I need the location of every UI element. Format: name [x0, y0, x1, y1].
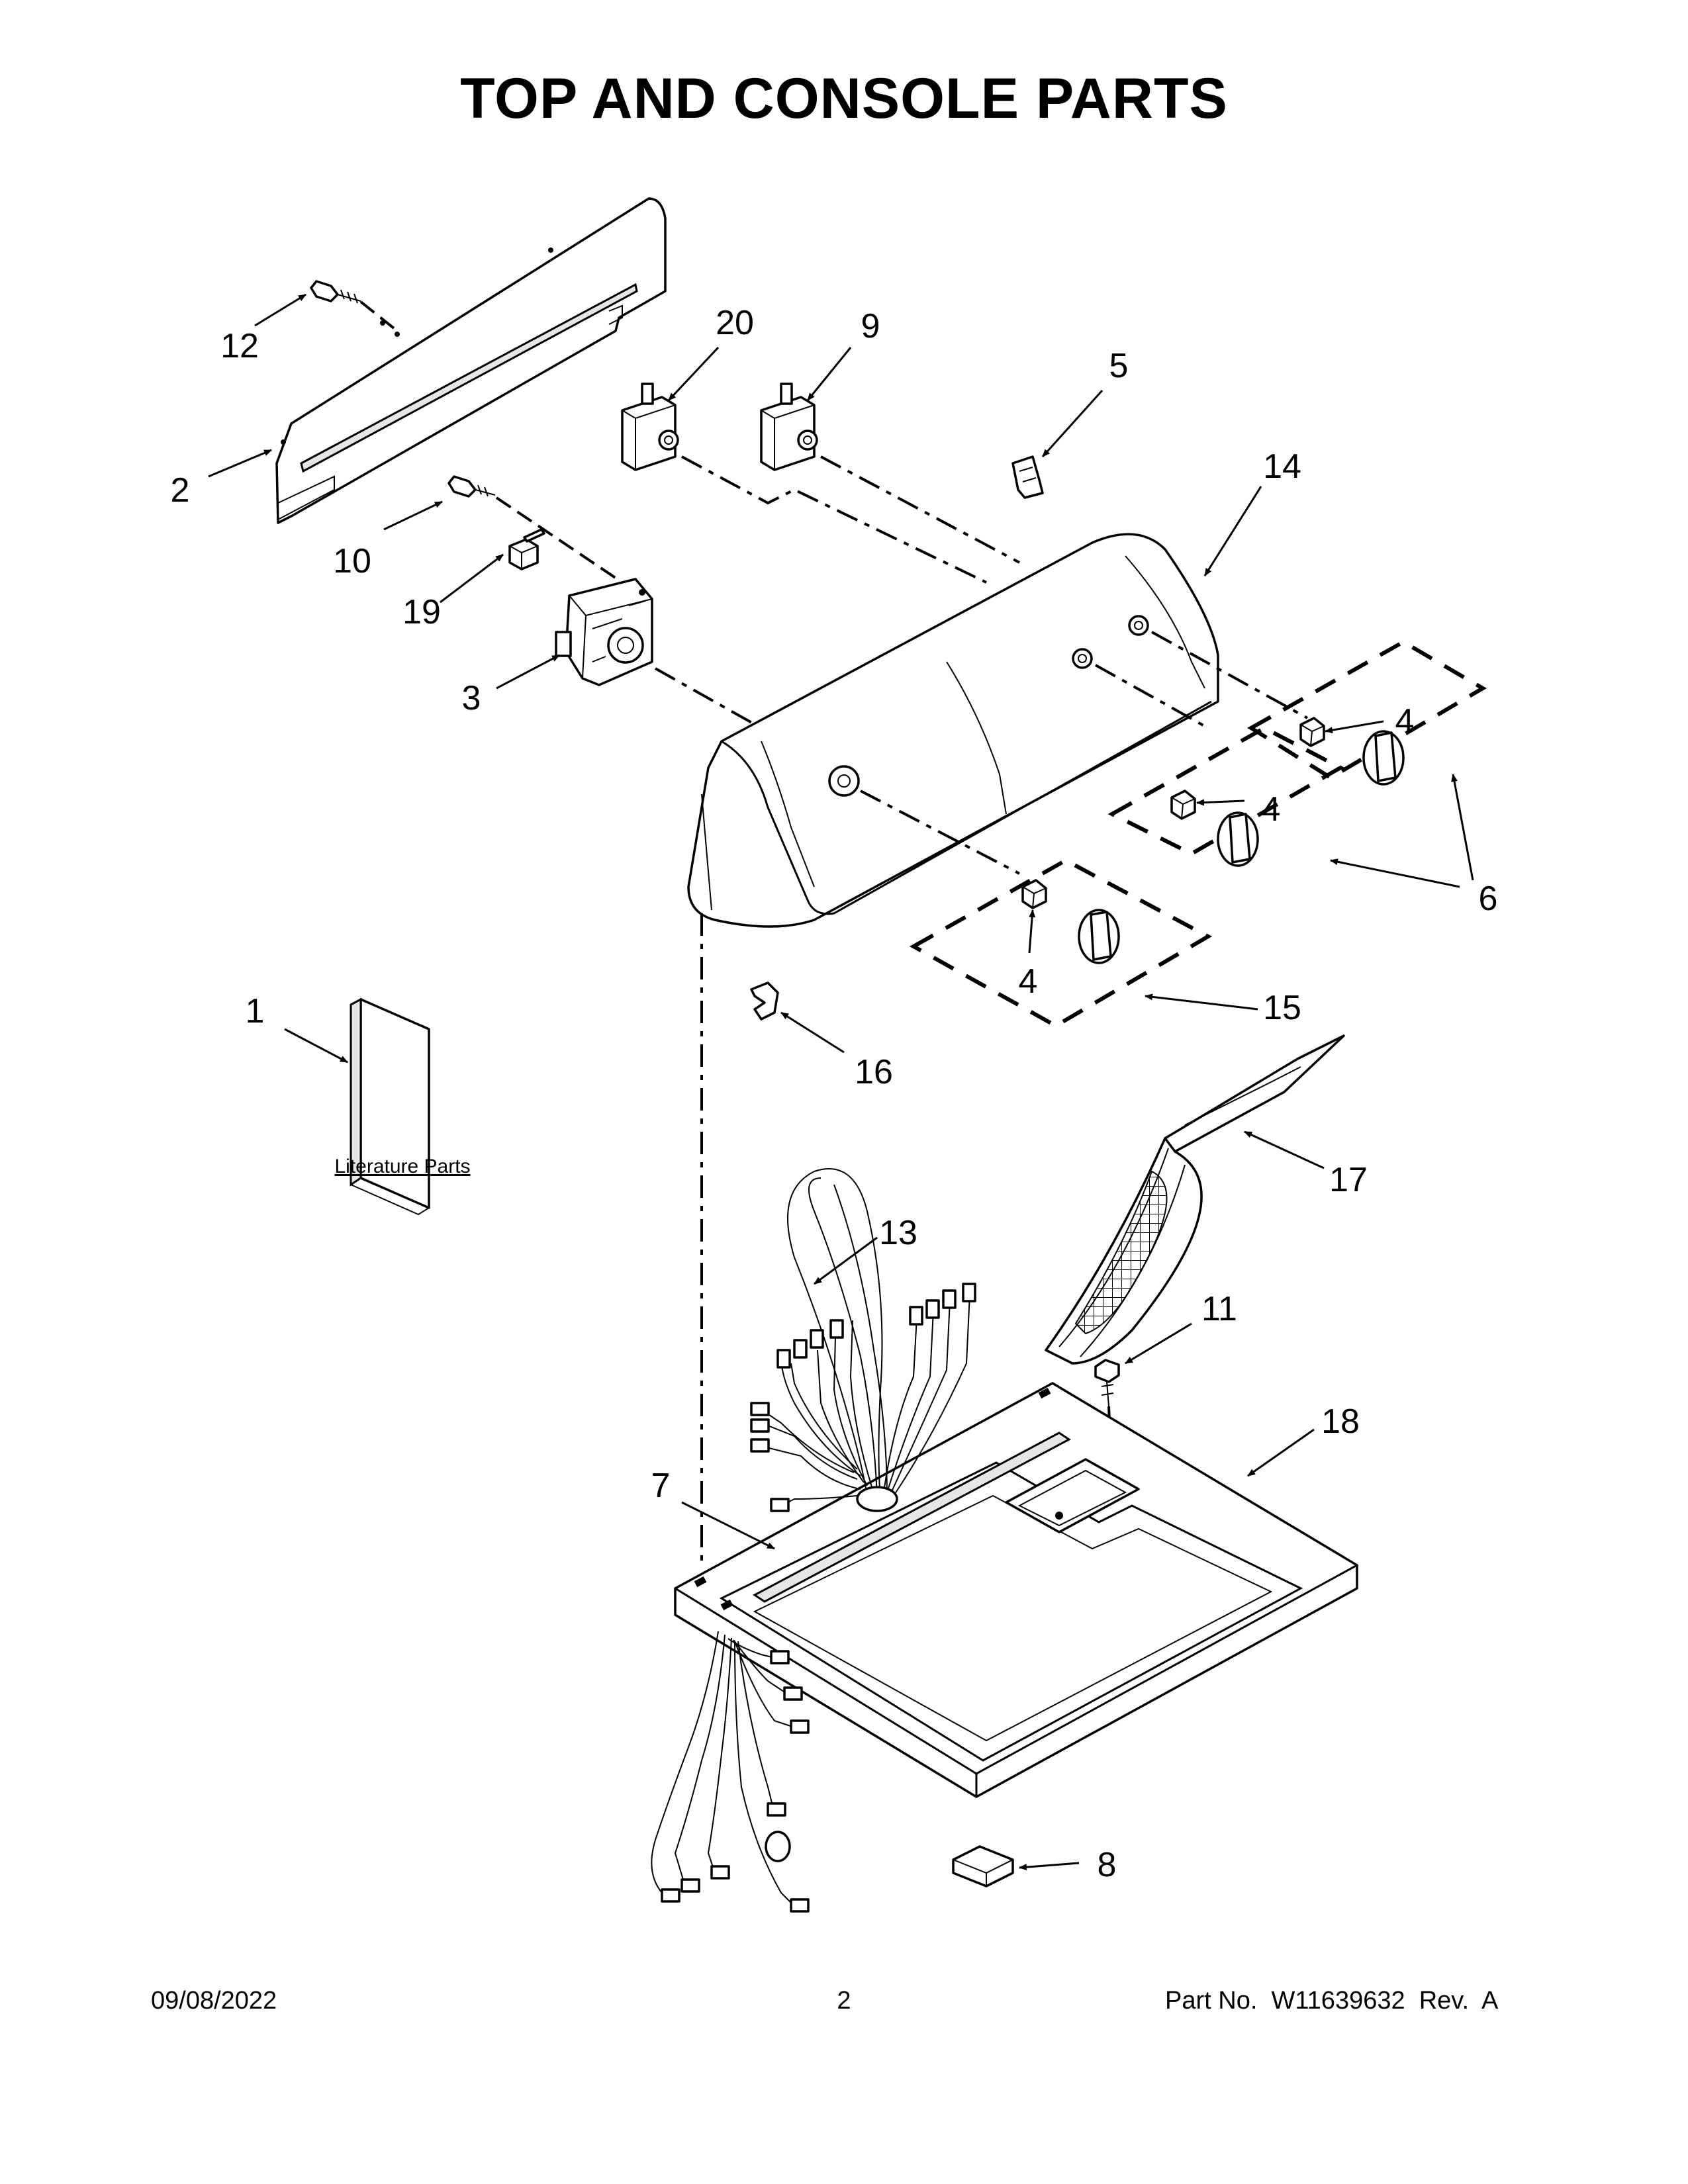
callout-19: 19: [402, 593, 441, 631]
callout-20: 20: [716, 304, 754, 342]
callout-1: 1: [246, 992, 265, 1030]
part-5-clip: [1011, 455, 1044, 499]
callout-17: 17: [1329, 1161, 1368, 1199]
part-8-pad: [952, 1845, 1014, 1888]
knob-middle-alignment-line: [1095, 664, 1209, 729]
part-6-knob-kit: [1247, 639, 1487, 786]
callout-15: 15: [1263, 989, 1301, 1027]
part-1-literature: [350, 997, 430, 1216]
part-10-screw: [447, 475, 624, 584]
footer-part-number: Part No. W11639632 Rev. A: [1165, 1987, 1499, 2015]
part-17-lint-screen: [1045, 1034, 1345, 1365]
part-15-knob-kit: [909, 858, 1213, 1028]
callout-8: 8: [1098, 1846, 1117, 1884]
callout-4-middle: 4: [1262, 790, 1281, 829]
callout-3: 3: [462, 679, 481, 717]
part-7-wire-harness: [651, 1168, 976, 1913]
callout-4-right: 4: [1395, 702, 1415, 741]
footer-page-number: 2: [837, 1987, 851, 2015]
callout-16: 16: [855, 1053, 893, 1091]
callout-6: 6: [1479, 880, 1498, 918]
part-12-screw: [310, 280, 399, 332]
callout-12: 12: [220, 327, 259, 365]
part-19-selector-button: [508, 528, 545, 570]
part-18-top-panel: [674, 1382, 1358, 1798]
callout-10: 10: [333, 542, 371, 580]
callout-11: 11: [1201, 1290, 1237, 1328]
knob-kit-middle: [1107, 725, 1345, 867]
callout-labels: 1 2 3 4 4 4 5 6 7 8 9 10 11 12 13 14 15 …: [171, 304, 1498, 1884]
callout-14: 14: [1263, 447, 1301, 486]
part-16-clip: [750, 981, 779, 1021]
callout-13: 13: [879, 1214, 917, 1252]
knob-right-alignment-line: [1151, 631, 1308, 719]
literature-parts-label: Literature Parts: [334, 1156, 470, 1177]
timer-alignment-line: [655, 667, 762, 729]
callout-2: 2: [171, 471, 190, 510]
part-9-push-switch: [760, 383, 818, 471]
callout-9: 9: [861, 307, 880, 345]
part-20-push-switch: [621, 383, 679, 471]
switch-9-alignment-line: [820, 455, 1020, 564]
callout-18: 18: [1321, 1402, 1360, 1441]
callout-5: 5: [1109, 347, 1129, 385]
footer-date: 09/08/2022: [151, 1987, 277, 2015]
leader-lines: [208, 293, 1474, 1871]
knob-left-alignment-line: [860, 790, 1020, 875]
part-2-console-rear-panel: [275, 197, 667, 524]
page-title: TOP AND CONSOLE PARTS: [460, 67, 1228, 130]
part-3-timer: [555, 578, 653, 686]
switch-20-alignment-line: [681, 455, 987, 584]
callout-4-left: 4: [1019, 962, 1038, 1001]
callout-7: 7: [651, 1467, 671, 1505]
part-14-console: [687, 533, 1219, 928]
